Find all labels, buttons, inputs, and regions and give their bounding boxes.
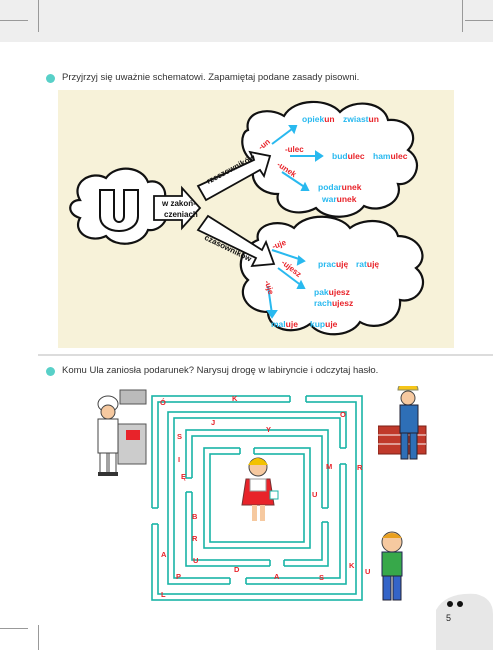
maze-letter: M bbox=[326, 462, 333, 471]
word-pakujesz: pakujesz bbox=[314, 287, 350, 297]
page-number: 5 bbox=[446, 613, 452, 623]
maze-letter: U bbox=[193, 556, 199, 565]
maze-letter: A bbox=[161, 550, 167, 559]
big-u-letter bbox=[99, 189, 139, 232]
crop-mark bbox=[38, 0, 39, 32]
crop-mark bbox=[0, 628, 28, 629]
boy-figure bbox=[381, 531, 403, 601]
page-header-band bbox=[0, 0, 493, 42]
instruction-1: Przyjrzyj się uważnie schematowi. Zapami… bbox=[62, 72, 360, 83]
instruction-2: Komu Ula zaniosła podarunek? Narysuj dro… bbox=[62, 365, 379, 376]
builder-figure bbox=[378, 386, 427, 460]
word-warunek: warunek bbox=[322, 194, 357, 204]
maze-letter: R bbox=[357, 463, 363, 472]
maze-letter: R bbox=[192, 534, 198, 543]
diagram-graphics bbox=[69, 100, 425, 336]
verb-arrow bbox=[196, 214, 276, 268]
word-kupuje: kupuje bbox=[310, 319, 338, 329]
page-corner-decoration bbox=[436, 593, 493, 650]
maze-letter: Ę bbox=[181, 472, 187, 481]
bullet-icon bbox=[46, 74, 55, 83]
upper-cloud-shape bbox=[241, 100, 419, 218]
section-divider bbox=[38, 354, 493, 356]
word-ratuje: ratuję bbox=[356, 259, 380, 269]
crop-mark bbox=[38, 625, 39, 650]
maze-letter: Y bbox=[266, 425, 272, 434]
suffix-ulec: -ulec bbox=[285, 145, 304, 154]
word-podarunek: podarunek bbox=[318, 182, 362, 192]
maze-letter: U bbox=[365, 567, 371, 576]
crop-mark bbox=[0, 20, 28, 21]
maze-letter: I bbox=[178, 455, 181, 464]
word-hamulec: hamulec bbox=[373, 151, 408, 161]
word-zwiastun: zwiastun bbox=[343, 114, 379, 124]
maze-letter: P bbox=[176, 572, 182, 581]
maze-graphic bbox=[149, 393, 363, 601]
middle-arrow bbox=[153, 185, 202, 231]
maze-letter: U bbox=[312, 490, 318, 499]
crop-mark bbox=[465, 20, 493, 21]
lower-cloud-shape bbox=[239, 215, 425, 336]
ula-girl-figure bbox=[241, 457, 279, 521]
position-label-line1: w zakoń- bbox=[162, 199, 196, 208]
maze-letter: O bbox=[340, 410, 346, 419]
chef-figure bbox=[97, 389, 147, 476]
maze-letter: K bbox=[232, 394, 238, 403]
pointer-arrows bbox=[266, 125, 324, 319]
word-budulec: budulec bbox=[332, 151, 365, 161]
maze-letter: S bbox=[319, 573, 325, 582]
maze-letter: K bbox=[349, 561, 355, 570]
word-maluje: maluje bbox=[271, 319, 298, 329]
crop-mark bbox=[462, 0, 463, 32]
word-pracuje: pracuję bbox=[318, 259, 349, 269]
maze-letter: A bbox=[274, 572, 280, 581]
maze-letter: B bbox=[192, 512, 198, 521]
bullet-icon bbox=[46, 367, 55, 376]
word-rachujesz: rachujesz bbox=[314, 298, 354, 308]
left-cloud-shape bbox=[69, 167, 168, 245]
maze-letter: L bbox=[161, 590, 166, 599]
maze-letter: J bbox=[211, 418, 216, 427]
maze-letter: D bbox=[234, 565, 240, 574]
noun-arrow bbox=[196, 150, 272, 202]
maze-letter: S bbox=[177, 432, 183, 441]
word-opiekun: opiekun bbox=[302, 114, 335, 124]
maze-letter: Ó bbox=[160, 398, 166, 407]
position-label-line2: czeniach bbox=[164, 210, 198, 219]
